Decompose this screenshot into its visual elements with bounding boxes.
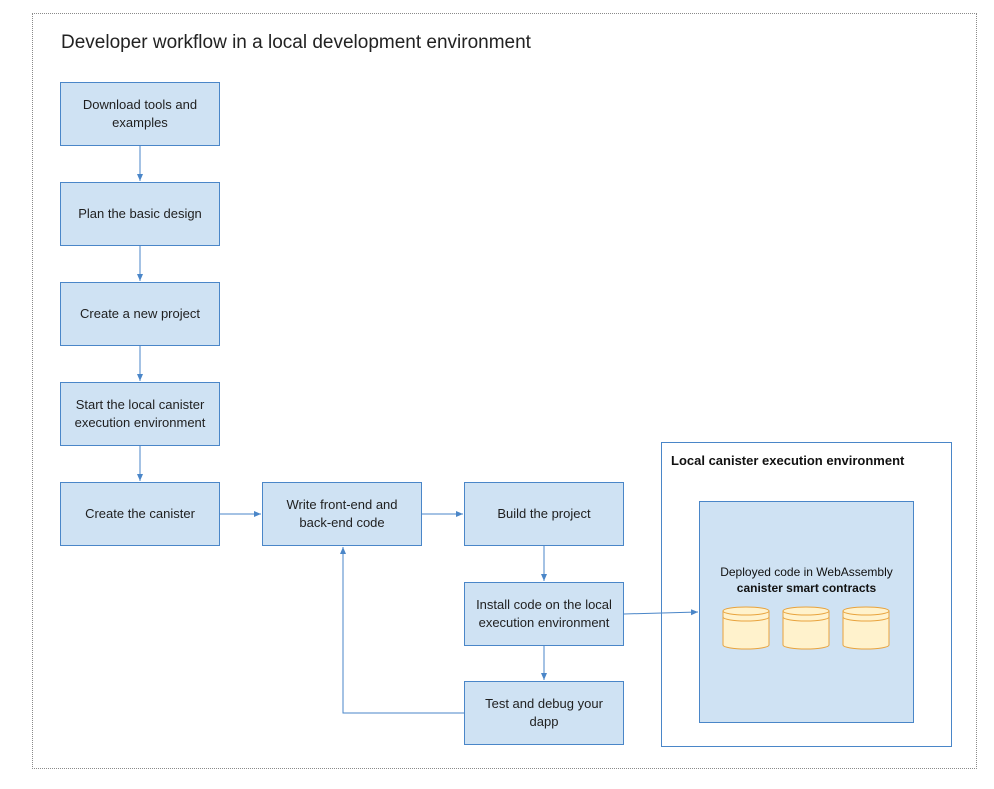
step-start-environment: Start the local canister execution envir… <box>60 382 220 446</box>
canister-cylinder-icon <box>782 606 830 650</box>
step-install-code: Install code on the local execution envi… <box>464 582 624 646</box>
step-test-debug: Test and debug your dapp <box>464 681 624 745</box>
deployed-code-label: Deployed code in WebAssembly canister sm… <box>699 564 914 596</box>
diagram-title: Developer workflow in a local developmen… <box>61 32 531 53</box>
step-create-project: Create a new project <box>60 282 220 346</box>
arrow-install-to-environment <box>623 609 699 616</box>
arrow-test-back-to-write <box>340 547 464 714</box>
step-create-canister: Create the canister <box>60 482 220 546</box>
canister-cylinder-icon <box>842 606 890 650</box>
step-build-project: Build the project <box>464 482 624 546</box>
environment-title: Local canister execution environment <box>671 453 905 468</box>
step-plan-design: Plan the basic design <box>60 182 220 246</box>
step-download-tools: Download tools and examples <box>60 82 220 146</box>
canister-icons <box>722 606 890 650</box>
canister-cylinder-icon <box>722 606 770 650</box>
deployed-code-line1: Deployed code in WebAssembly <box>720 565 893 579</box>
diagram-frame <box>32 13 977 769</box>
deployed-code-line2: canister smart contracts <box>736 581 877 595</box>
step-write-code: Write front-end and back-end code <box>262 482 422 546</box>
